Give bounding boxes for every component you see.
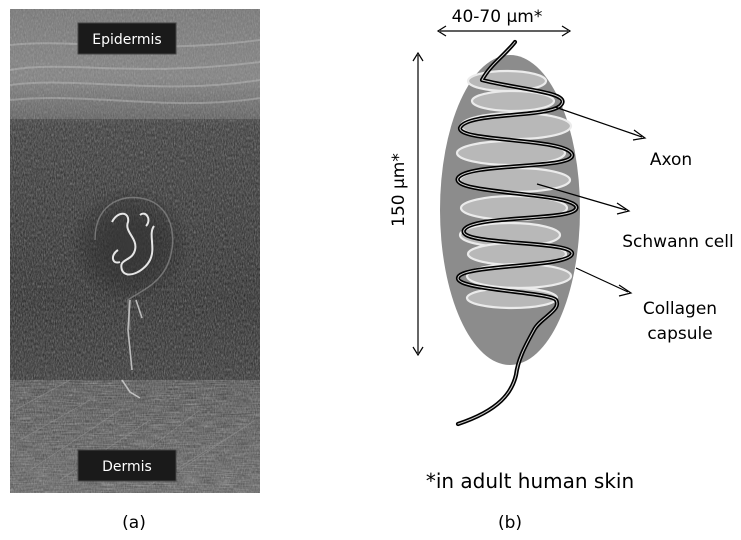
collagen-leader-line — [576, 268, 628, 292]
lamella — [468, 71, 546, 91]
epidermis-label: Epidermis — [92, 32, 161, 48]
lamella — [472, 91, 554, 111]
axon-label: Axon — [650, 150, 692, 170]
micrograph-panel: Epidermis Dermis — [10, 9, 260, 493]
collagen-label-line2: capsule — [647, 324, 712, 344]
schwann-cell-label: Schwann cell — [622, 232, 733, 252]
corpuscle-diagram: 40-70 µm* 150 µm* — [389, 7, 734, 493]
dermis-label: Dermis — [102, 459, 152, 475]
footnote: *in adult human skin — [426, 469, 634, 493]
panel-b-caption: (b) — [498, 513, 522, 533]
collagen-label-line1: Collagen — [643, 299, 717, 319]
width-label: 40-70 µm* — [452, 7, 543, 27]
height-label: 150 µm* — [389, 153, 409, 227]
panel-a-caption: (a) — [122, 513, 146, 533]
